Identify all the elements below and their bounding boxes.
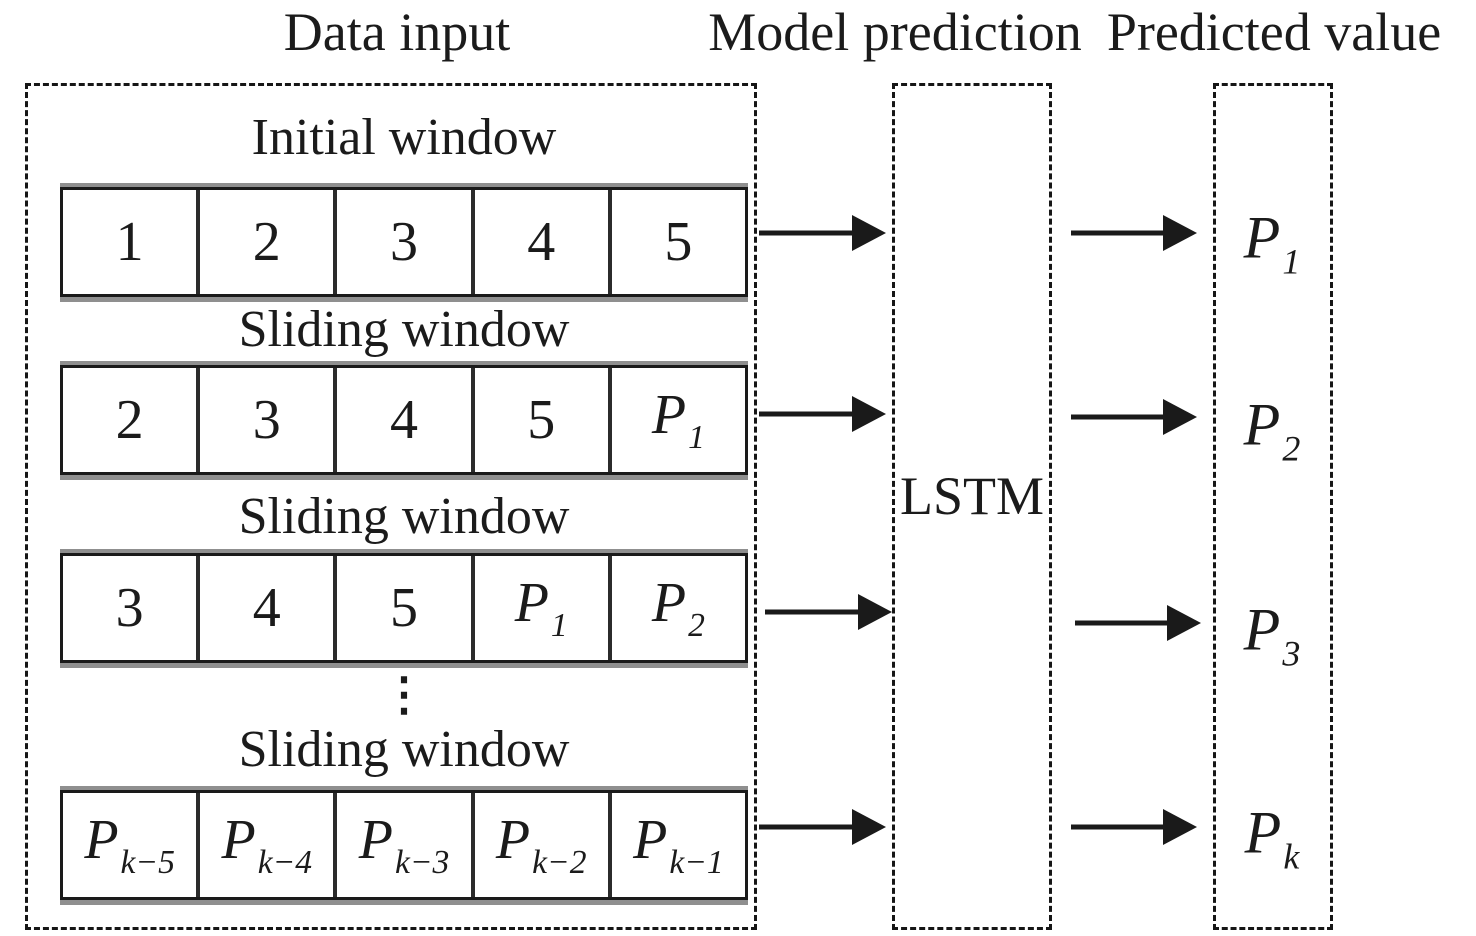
vertical-ellipsis: ⋮ xyxy=(381,669,427,720)
window-cell: 4 xyxy=(470,190,608,294)
window-cell: 5 xyxy=(333,556,470,660)
window-cell: 4 xyxy=(333,368,470,472)
predicted-value: P1 xyxy=(1243,204,1301,282)
column-header-model-prediction: Model prediction xyxy=(708,2,1082,62)
model-label: LSTM xyxy=(899,466,1045,526)
flow-arrow-output-2 xyxy=(1071,399,1197,435)
window-cell: 3 xyxy=(115,577,144,639)
window-cell: 5 xyxy=(607,190,745,294)
window-label: Initial window xyxy=(251,109,557,166)
predicted-value: P3 xyxy=(1243,596,1301,674)
window-cell: 3 xyxy=(196,368,333,472)
window-cell: Pk−1 xyxy=(607,793,745,897)
flow-arrow-output-1 xyxy=(1071,215,1197,251)
flow-arrow-output-4 xyxy=(1071,809,1197,845)
column-header-predicted-value: Predicted value xyxy=(1106,2,1442,62)
window-cell: Pk−5 xyxy=(84,808,175,882)
window-cell: 3 xyxy=(333,190,470,294)
window-cell: 5 xyxy=(470,368,608,472)
flow-arrow-output-3 xyxy=(1075,605,1201,641)
window-cell: 2 xyxy=(115,389,144,451)
window-label: Sliding window xyxy=(238,488,570,545)
flow-arrow-input-2 xyxy=(759,396,886,432)
window-cell: P1 xyxy=(470,556,608,660)
window-cell: Pk−4 xyxy=(196,793,333,897)
window-label: Sliding window xyxy=(238,301,570,358)
predicted-value: P2 xyxy=(1243,391,1301,469)
column-header-data-input: Data input xyxy=(283,2,511,62)
window-cell: 2 xyxy=(196,190,333,294)
window-cell: P2 xyxy=(607,556,745,660)
flow-arrow-input-4 xyxy=(759,809,886,845)
window-cell: 1 xyxy=(115,211,144,273)
predicted-value: Pk xyxy=(1244,799,1300,877)
predicted-value-box xyxy=(1213,83,1333,930)
window-cell: P1 xyxy=(607,368,745,472)
window-cell: Pk−3 xyxy=(333,793,470,897)
window-cell: 4 xyxy=(196,556,333,660)
window-label: Sliding window xyxy=(238,721,570,778)
flow-arrow-input-1 xyxy=(759,215,886,251)
flow-arrow-input-3 xyxy=(765,594,892,630)
model-box: LSTM xyxy=(892,83,1052,930)
window-cell: Pk−2 xyxy=(470,793,608,897)
